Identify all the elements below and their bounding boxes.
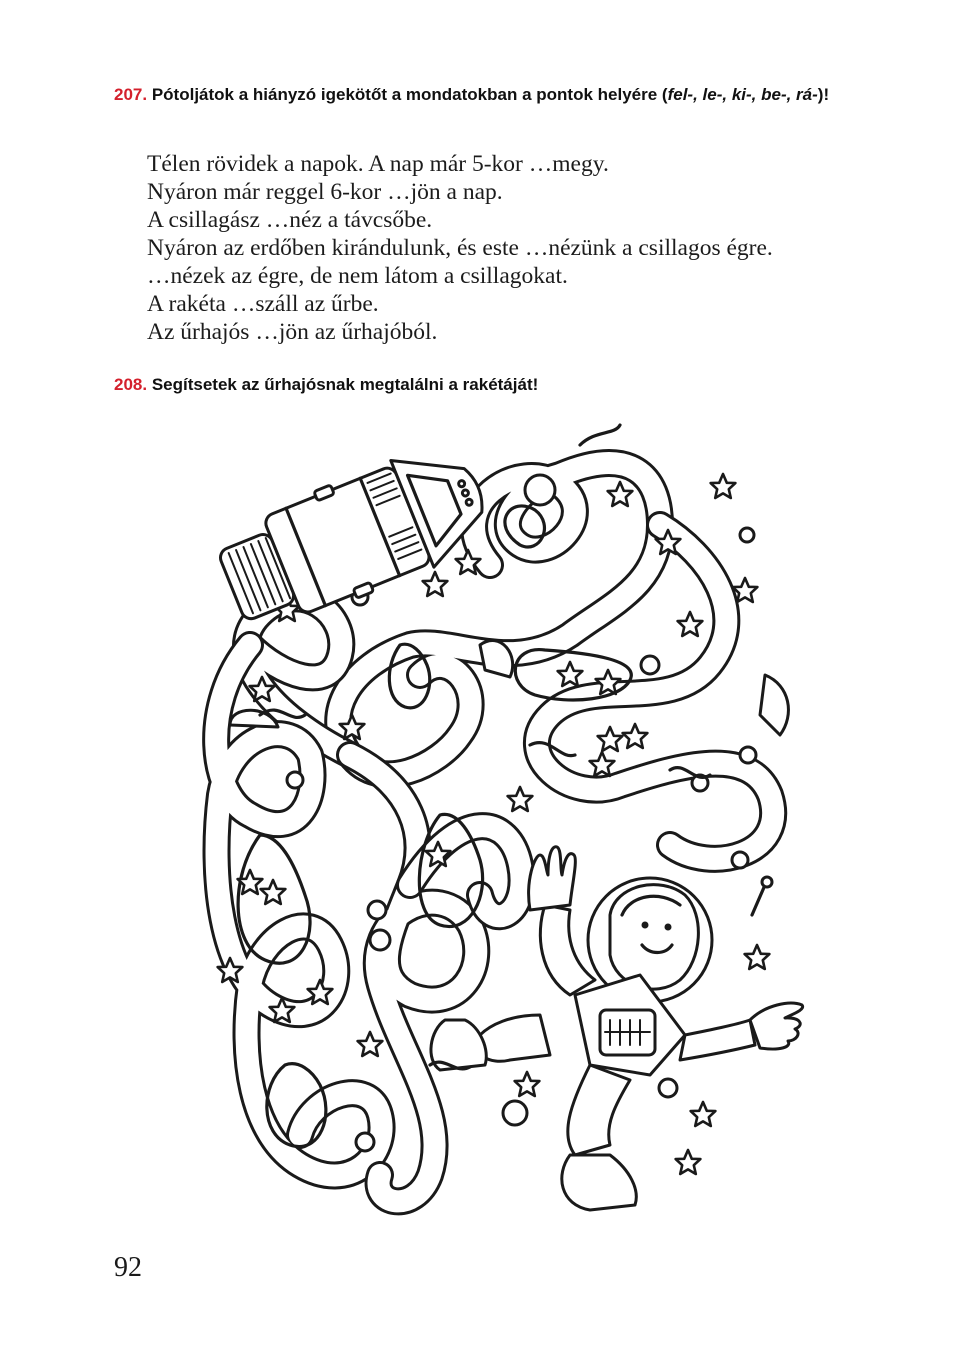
- sentence-7: Az űrhajós …jön az űrhajóból.: [147, 319, 438, 345]
- star-icon: [421, 570, 449, 598]
- planet-icon: [690, 773, 710, 793]
- sentence-4: Nyáron az erdőben kirándulunk, és este ……: [147, 235, 773, 261]
- astronaut-icon[interactable]: [429, 845, 805, 1212]
- instruction-text: Pótoljátok a hiányzó igekötőt a mondatok…: [151, 85, 658, 104]
- prefix-options: fel-, le-, ki-, be-, rá-: [667, 85, 818, 104]
- exercise-number: 208.: [114, 375, 148, 394]
- star-icon: [506, 785, 534, 813]
- exercise-number: 207.: [114, 85, 148, 104]
- star-icon: [743, 943, 771, 971]
- decorative-swirls: [258, 423, 712, 1071]
- space-capsule-icon[interactable]: [210, 434, 500, 640]
- bubble-shapes: [236, 504, 633, 1149]
- sentence-6: A rakéta …száll az űrbe.: [147, 291, 379, 317]
- sentence-3: A csillagász …néz a távcsőbe.: [147, 207, 433, 233]
- planet-icon: [501, 1099, 529, 1127]
- sentence-5: …nézek az égre, de nem látom a csillagok…: [147, 263, 568, 289]
- star-icon: [621, 722, 649, 750]
- star-icon: [259, 878, 287, 906]
- sentence-1: Télen rövidek a napok. A nap már 5-kor ……: [147, 151, 609, 177]
- planet-icon: [639, 654, 661, 676]
- star-icon: [588, 750, 616, 778]
- planet-icon: [478, 638, 515, 679]
- star-icon: [689, 1100, 717, 1128]
- space-maze-illustration: [202, 423, 805, 1216]
- exercise-207-instruction: 207. Pótoljátok a hiányzó igekötőt a mon…: [114, 82, 904, 108]
- planet-icon: [523, 473, 557, 507]
- sentence-list: Télen rövidek a napok. A nap már 5-kor ……: [147, 150, 773, 346]
- planet-icon: [228, 708, 280, 729]
- planet-icon: [758, 673, 790, 737]
- star-icon: [556, 660, 584, 688]
- instruction-text: Segítsetek az űrhajósnak megtalálni a ra…: [151, 375, 539, 394]
- options-open: (: [661, 85, 668, 104]
- planet-icon: [730, 850, 750, 870]
- page-number: 92: [114, 1252, 142, 1283]
- star-icon: [356, 1030, 384, 1058]
- options-close: )!: [817, 85, 830, 104]
- star-icon: [606, 480, 634, 508]
- star-icon: [513, 1070, 541, 1098]
- star-icon: [676, 610, 704, 638]
- planet-icon: [368, 928, 392, 952]
- star-icon: [709, 472, 737, 500]
- star-icon: [596, 725, 624, 753]
- star-icon: [674, 1148, 702, 1176]
- exercise-208-instruction: 208. Segítsetek az űrhajósnak megtalálni…: [114, 372, 904, 398]
- planet-icon: [366, 899, 388, 921]
- planet-icon: [285, 770, 305, 790]
- planet-icon: [738, 526, 756, 544]
- planet-icon: [738, 745, 758, 765]
- sentence-2: Nyáron már reggel 6-kor …jön a nap.: [147, 179, 503, 205]
- planet-icon: [657, 1077, 679, 1099]
- planet-icon: [354, 1131, 376, 1153]
